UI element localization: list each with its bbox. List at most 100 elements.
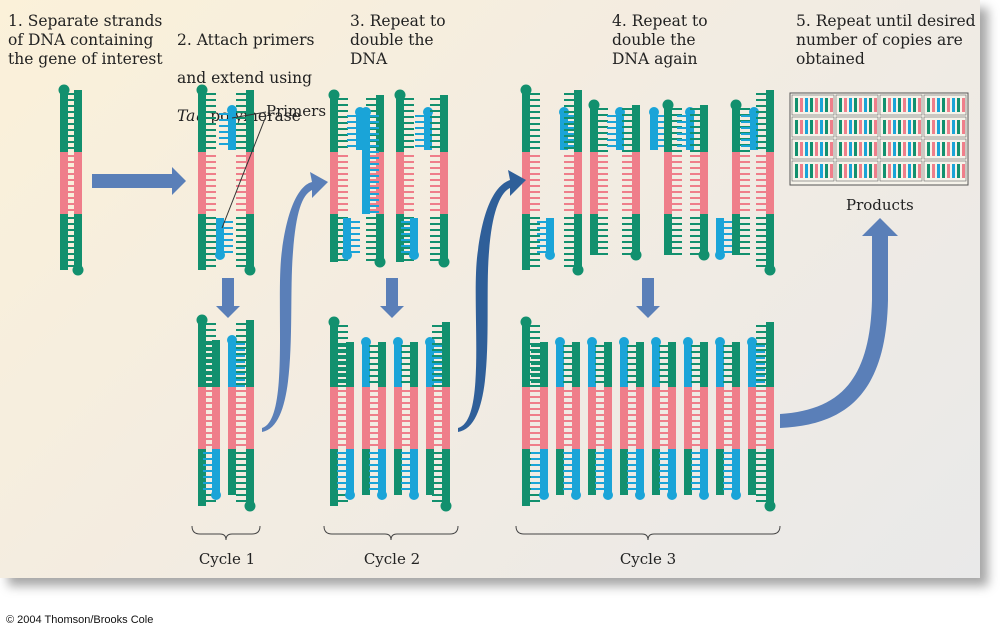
base-tick [672,197,682,199]
strand-segment [664,105,672,152]
base-tick [595,476,604,478]
base-tick [530,343,540,345]
primer-end-ball [393,337,403,347]
base-tick [723,402,732,404]
base-tick [203,470,212,472]
base-tick [756,488,766,490]
strand-segment [212,340,220,387]
base-tick [64,185,74,187]
base-tick [740,161,750,163]
base-tick [622,191,632,193]
base-tick [430,253,440,255]
product-strand [874,98,877,112]
base-tick [622,108,632,110]
base-tick [432,420,442,422]
base-tick [404,253,414,255]
base-tick [337,369,346,371]
primer-end-ball [377,490,387,500]
base-tick [627,420,636,422]
product-strand [869,98,872,112]
base-tick [351,245,360,247]
base-tick [401,227,410,229]
base-tick [236,167,246,169]
base-tick [723,351,732,353]
base-tick [564,247,574,249]
base-tick [723,381,732,383]
strand-segment [700,342,708,387]
base-tick [659,381,668,383]
strand-segment [330,95,338,152]
base-tick [236,488,246,490]
base-tick [203,379,212,381]
base-tick [622,247,632,249]
base-tick [370,115,379,117]
base-tick [236,241,246,243]
base-tick [530,337,540,339]
base-tick [756,247,766,249]
base-tick [64,223,74,225]
base-tick [432,432,442,434]
base-tick [740,173,750,175]
gene-segment [716,387,724,449]
base-tick [369,375,378,377]
product-strand [800,164,803,178]
base-tick [690,114,700,116]
gene-segment [346,387,354,449]
strand-segment [652,449,660,495]
base-tick [622,114,632,116]
base-tick [658,121,667,123]
gene-segment [410,387,418,449]
base-tick [563,408,572,410]
base-tick [563,420,572,422]
strand-segment [396,95,404,152]
base-tick [756,438,766,440]
base-tick [401,408,410,410]
primer-segment [716,218,724,255]
primer-segment [636,449,644,495]
base-tick [338,337,348,339]
strand-segment [228,449,236,495]
base-tick [338,373,348,375]
base-tick [203,402,212,404]
base-tick [659,345,668,347]
base-tick [658,115,667,117]
base-tick [622,229,632,231]
base-tick [203,452,212,454]
base-tick [64,241,74,243]
base-tick [531,351,540,353]
gene-segment [440,152,448,214]
base-tick [404,173,414,175]
strand-segment [394,449,402,495]
base-tick [741,133,750,135]
products-label: Products [846,196,914,214]
strand-segment [376,214,384,262]
base-tick [723,476,732,478]
primer-segment [228,110,236,150]
base-tick [723,488,732,490]
base-tick [338,116,348,118]
base-tick [236,341,246,343]
strand-end-ball [438,256,450,268]
product-strand [844,120,847,134]
base-tick [415,145,424,147]
base-tick [338,161,348,163]
cycle-3-label: Cycle 3 [619,550,677,568]
base-tick [564,161,574,163]
strand-end-ball [72,264,84,276]
product-cell [791,94,835,116]
base-tick [64,111,74,113]
strand-segment [604,342,612,387]
base-tick [564,135,574,137]
base-tick [404,167,414,169]
product-strand [908,98,911,112]
base-tick [690,185,700,187]
base-tick [206,167,216,169]
strand-segment [556,449,564,495]
product-cell [791,116,835,138]
base-tick [224,227,233,229]
base-tick [659,402,668,404]
base-tick [627,369,636,371]
base-tick [434,363,443,365]
base-tick [64,155,74,157]
base-tick [531,414,540,416]
